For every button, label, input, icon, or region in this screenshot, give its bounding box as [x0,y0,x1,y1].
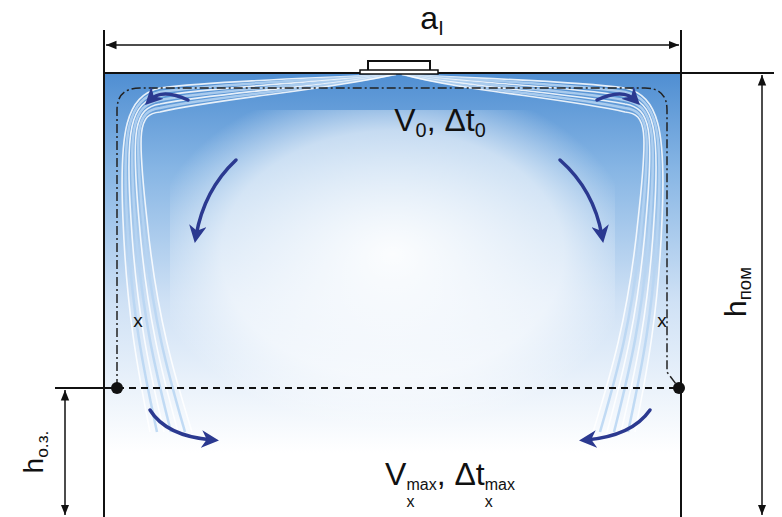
label-group: x [133,311,143,330]
flow-arrows [150,94,650,440]
symbol-label: h [18,458,49,474]
jet-stream [402,74,650,432]
jet-stream [402,74,647,432]
symbol-label: V [394,102,415,138]
label-group: hо.з. [20,431,51,474]
point-marker [111,382,123,394]
jet-stream [402,74,644,432]
jet-stream [125,74,396,432]
jet-stream [122,74,396,432]
index-stack: maxx [485,477,515,511]
dimension-lines [65,45,762,515]
jet-stream [138,74,396,432]
label-group: x [657,311,667,330]
subscript-label: I [438,16,444,38]
subscript-label: пом [734,267,755,300]
subscript-label: о.з. [32,431,52,458]
superscript-label: max [406,477,436,494]
jet-stream [141,74,396,432]
symbol-label: V [385,456,406,492]
symbol-label: h [719,300,752,317]
jet-stream [402,74,663,432]
label-group: aI [420,2,443,38]
symbol-label: , Δt [427,102,475,138]
label-group: V0, Δt0 [394,104,485,140]
occupied-zone-line [117,387,679,389]
ceiling-diffuser [360,61,438,74]
jet-stream [132,74,396,432]
room-air [104,73,681,453]
subscript-label: 0 [416,118,427,140]
jet-stream [402,74,656,432]
symbol-label: , Δt [437,456,485,492]
room-walls [55,30,774,517]
jet-stream [402,74,660,432]
room-core [170,110,615,430]
subscript-label: x [485,494,493,511]
symbol-label: x [657,310,667,331]
label-group: hпом [721,267,755,317]
point-marker [673,382,685,394]
symbol-label: a [420,0,438,36]
subscript-label: x [406,494,414,511]
subscript-label: 0 [475,118,486,140]
index-stack: maxx [406,477,436,511]
air-jets [122,74,663,432]
label-group: Vmaxx, Δtmaxx [385,458,515,511]
jet-stream [402,74,653,432]
jet-stream [135,74,396,432]
jet-boundary [117,88,679,388]
symbol-label: x [133,310,143,331]
jet-stream [129,74,396,432]
superscript-label: max [485,477,515,494]
